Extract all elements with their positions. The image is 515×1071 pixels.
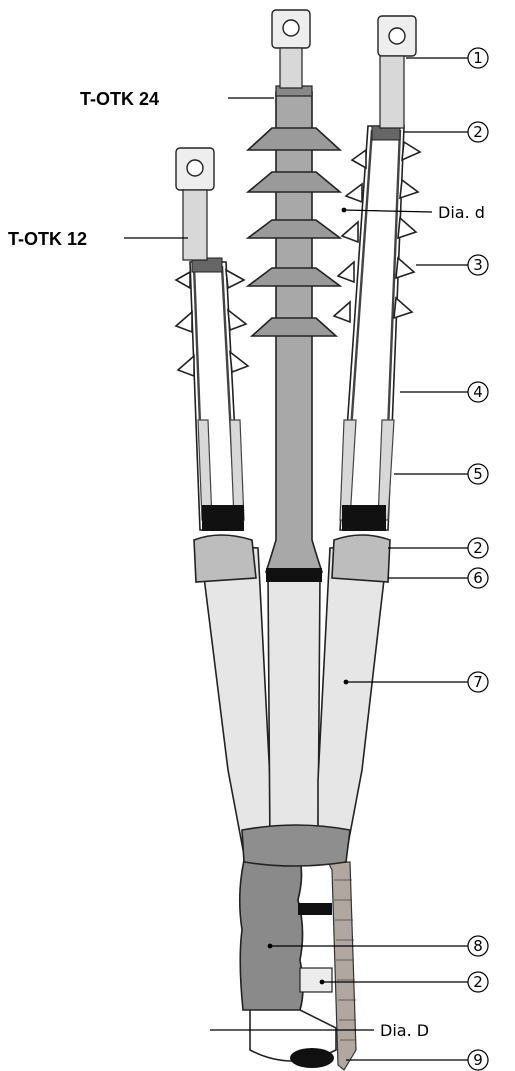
callout-1-number: 1 bbox=[473, 49, 483, 67]
callout-2c-number: 2 bbox=[473, 973, 483, 991]
center-black-band bbox=[266, 568, 322, 582]
callout-9-number: 9 bbox=[473, 1051, 483, 1069]
left-insulator bbox=[174, 257, 250, 531]
callout-3-circle bbox=[467, 254, 489, 276]
label-dia-d: Dia. d bbox=[438, 203, 485, 222]
sleeve-left-leg bbox=[199, 544, 271, 856]
dot-8 bbox=[267, 943, 273, 949]
lug-left-barrel bbox=[182, 189, 208, 261]
callout-8-circle bbox=[467, 935, 489, 957]
right-shed-a bbox=[350, 140, 422, 170]
breakout-sleeve bbox=[199, 544, 389, 867]
callout-1: 1 bbox=[467, 47, 489, 69]
right-insulator bbox=[332, 125, 422, 531]
cable-lug-left bbox=[175, 147, 215, 261]
left-black-band bbox=[202, 505, 244, 531]
left-shed-b bbox=[174, 308, 248, 334]
callout-2a-circle bbox=[467, 121, 489, 143]
cable-lug-right bbox=[377, 15, 417, 129]
black-sealing-band bbox=[298, 903, 332, 915]
callout-2a-number: 2 bbox=[473, 123, 483, 141]
outer-sheath bbox=[238, 849, 304, 1011]
callout-5: 5 bbox=[467, 463, 489, 485]
screen-wires bbox=[334, 879, 356, 1041]
dot-2c bbox=[319, 979, 325, 985]
sleeve-center-leg bbox=[267, 574, 321, 851]
lug-center-barrel bbox=[279, 47, 303, 89]
center-shed-4 bbox=[245, 267, 343, 287]
left-sealing-cap bbox=[193, 534, 257, 583]
callout-1-circle bbox=[467, 47, 489, 69]
left-shed-c bbox=[176, 350, 250, 378]
callout-3-number: 3 bbox=[473, 256, 483, 274]
right-shed-e bbox=[332, 296, 414, 324]
callout-5-circle bbox=[467, 463, 489, 485]
sealing-ring-lower bbox=[299, 967, 333, 993]
right-shed-c bbox=[340, 216, 418, 244]
lug-right-barrel bbox=[379, 55, 405, 129]
callout-7-number: 7 bbox=[473, 673, 483, 691]
callout-7-circle bbox=[467, 671, 489, 693]
callout-2c-circle bbox=[467, 971, 489, 993]
callout-2c: 2 bbox=[467, 971, 489, 993]
sleeve-right-leg bbox=[317, 544, 389, 856]
cable-end-cap bbox=[290, 1048, 334, 1068]
callout-2a: 2 bbox=[467, 121, 489, 143]
callout-6-number: 6 bbox=[473, 569, 483, 587]
label-t-otk-24: T-OTK 24 bbox=[80, 89, 159, 109]
callout-8-number: 8 bbox=[473, 937, 483, 955]
callout-2b-number: 2 bbox=[473, 539, 483, 557]
callout-6: 6 bbox=[467, 567, 489, 589]
callout-5-number: 5 bbox=[473, 465, 483, 483]
center-shed-3 bbox=[245, 219, 343, 239]
cable-base bbox=[238, 849, 357, 1071]
center-shed-5 bbox=[249, 317, 339, 337]
left-shed-a bbox=[174, 268, 246, 290]
leader-dia-d bbox=[343, 209, 433, 213]
right-shed-d bbox=[336, 256, 416, 284]
callouts: 1 2 3 4 5 2 6 7 bbox=[467, 47, 489, 1071]
callout-6-circle bbox=[467, 567, 489, 589]
center-insulator bbox=[245, 85, 343, 582]
lug-right-hole bbox=[388, 27, 406, 45]
lug-left-hole bbox=[186, 159, 204, 177]
leader-lines bbox=[124, 57, 468, 1061]
callout-4-circle bbox=[467, 381, 489, 403]
braided-screen bbox=[327, 861, 357, 1071]
callout-3: 3 bbox=[467, 254, 489, 276]
callout-2b: 2 bbox=[467, 537, 489, 559]
callout-7: 7 bbox=[467, 671, 489, 693]
callout-4: 4 bbox=[467, 381, 489, 403]
callout-4-number: 4 bbox=[473, 383, 483, 401]
right-shed-b bbox=[344, 178, 420, 204]
dot-dia-d bbox=[341, 207, 347, 213]
right-sealing-cap bbox=[331, 534, 391, 583]
lug-center-hole bbox=[282, 19, 300, 37]
right-black-band bbox=[342, 505, 386, 531]
center-shed-1 bbox=[245, 127, 343, 151]
dot-7 bbox=[343, 679, 349, 685]
callout-9: 9 bbox=[467, 1049, 489, 1071]
callout-2b-circle bbox=[467, 537, 489, 559]
center-shed-2 bbox=[245, 171, 343, 193]
cable-lug-center bbox=[271, 9, 311, 89]
label-dia-D: Dia. D bbox=[380, 1021, 429, 1040]
label-t-otk-12: T-OTK 12 bbox=[8, 229, 87, 249]
callout-9-circle bbox=[467, 1049, 489, 1071]
callout-8: 8 bbox=[467, 935, 489, 957]
breakout-crotch bbox=[241, 824, 351, 867]
